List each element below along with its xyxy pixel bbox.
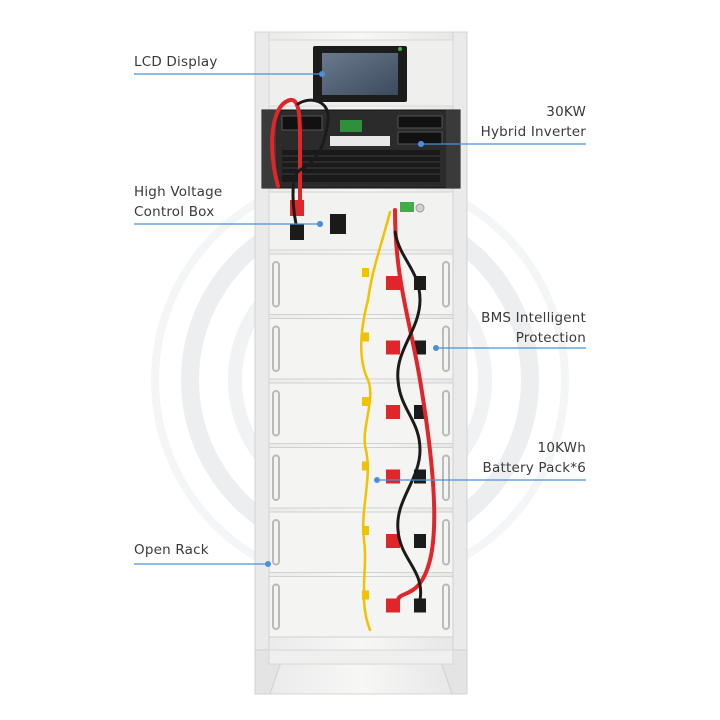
- black-main-cable: [291, 98, 330, 234]
- label-battery-pack: 10KWh Battery Pack*6: [482, 440, 586, 476]
- yellow-comm-cable: [360, 210, 392, 632]
- label-high-voltage-control-box: High Voltage Control Box: [134, 184, 223, 220]
- battery-pack: [268, 253, 454, 315]
- red-main-cable: [270, 98, 302, 202]
- battery-pack: [268, 447, 454, 509]
- lcd-display-unit: [268, 39, 454, 107]
- cables: [270, 98, 437, 632]
- callout-dots: [265, 71, 439, 567]
- red-series-cable: [393, 208, 437, 602]
- hybrid-inverter-unit: [261, 109, 461, 189]
- black-series-cable: [393, 230, 423, 602]
- label-hybrid-inverter: 30KW Hybrid Inverter: [480, 104, 586, 140]
- label-lcd-display: LCD Display: [134, 54, 218, 70]
- battery-pack: [268, 576, 454, 638]
- battery-pack: [268, 511, 454, 573]
- callout-lines: [134, 73, 586, 565]
- label-open-rack: Open Rack: [134, 542, 209, 558]
- label-bms-protection: BMS Intelligent Protection: [481, 310, 586, 346]
